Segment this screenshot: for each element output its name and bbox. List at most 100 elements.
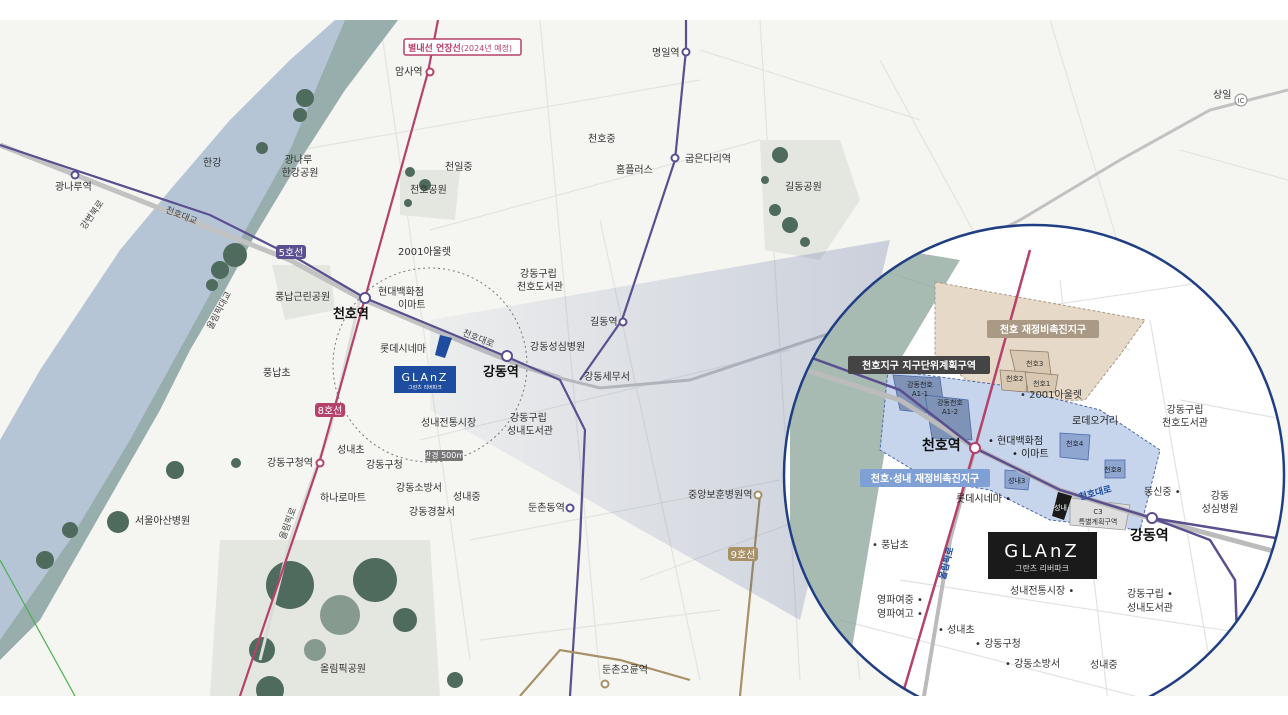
byeolnae-badge-label: 별내선 연장선(2024년 예정) <box>408 42 512 54</box>
river-bank-green <box>0 20 398 660</box>
line5-badge <box>276 245 306 259</box>
green-line <box>0 559 76 696</box>
inset-lotte: 롯데시네마 • <box>956 493 1011 505</box>
zone-cheonho1 <box>1024 371 1059 393</box>
glanz-sub: 그란츠 리버파크 <box>408 384 442 391</box>
zone-cheonho4 <box>1059 432 1091 461</box>
station-gildong: 길동역 <box>590 315 618 328</box>
trees <box>36 89 810 696</box>
station-gwangnaru: 광나루역 <box>55 181 92 193</box>
line5-west <box>0 143 506 358</box>
inset-cheonho2: 천호2 <box>1006 374 1023 383</box>
inset-gucheong: • 강동구청 <box>975 638 1021 650</box>
line9-curve <box>519 648 691 696</box>
place-gucheong: 강동구청 <box>366 459 403 471</box>
label-zone-redev: 천호 재정비촉진지구 <box>1000 323 1086 336</box>
place-seongnae-market: 성내전통시장 <box>421 417 476 429</box>
inset-seongnaecho: • 성내초 <box>938 624 975 636</box>
inset-cheonho8: 천호8 <box>1104 465 1121 474</box>
badge-zone-district <box>848 356 990 374</box>
zone-a1-2 <box>924 394 973 441</box>
inset-lotte-text: 롯데시네마 <box>956 493 1002 505</box>
inset-cheonho4: 천호4 <box>1066 439 1084 448</box>
label-zone-cheonho-seongnae: 천호·성내 재정비촉진지구 <box>871 472 979 485</box>
map-canvas: 5호선 8호선 9호선 별내선 연장선(2024년 예정) 암사역 명일역 광나… <box>0 20 1288 696</box>
place-lib-seongnae-l1: 강동구립 <box>510 411 547 424</box>
inset-fire: • 강동소방서 <box>1005 658 1060 670</box>
inset-line5 <box>789 348 1284 542</box>
place-hyundai: 현대백화점 <box>378 286 424 298</box>
inset-special: 특별계획구역 <box>1079 517 1118 526</box>
inset-border <box>782 223 1286 696</box>
inset-lib-seongnae: 강동구립 • 성내도서관 <box>1127 587 1173 614</box>
station-gubeundari: 굽은다리역 <box>685 153 731 165</box>
place-lotte: 롯데시네마 <box>380 343 426 355</box>
place-gwangnaru-park-l1: 광나루 <box>285 154 313 166</box>
inset-hyundai-text: 현대백화점 <box>997 435 1043 447</box>
inset-yeongpa-l2: 영파여고 • <box>877 608 923 620</box>
place-labels: 한강 광나루 한강공원 천일중 천호공원 천호중 홈플러스 길동공원 2001아… <box>135 133 822 675</box>
place-cheonho-ms: 천호중 <box>588 133 616 145</box>
place-gildong-park: 길동공원 <box>785 180 822 193</box>
inset-brand-box <box>988 532 1097 579</box>
inset-seongnaecho-text: 성내초 <box>947 624 975 636</box>
place-lib-cheonho: 강동구립 천호도서관 <box>517 267 563 293</box>
station-amsa: 암사역 <box>395 66 423 78</box>
place-seongnaecho: 성내초 <box>337 444 365 456</box>
inset-emart-text: 이마트 <box>1021 448 1049 460</box>
inset-gangdong-station: 강동역 <box>1130 527 1169 544</box>
place-tax: 강동세무서 <box>584 371 630 383</box>
badge-zone-cheonho-seongnae <box>860 469 990 487</box>
inset-cheonho-marker <box>969 442 981 454</box>
zone-cheonho8 <box>1104 459 1126 479</box>
line9-badge <box>728 547 758 561</box>
place-fire: 강동소방서 <box>396 482 442 494</box>
place-pungnap-park: 풍납근린공원 <box>275 291 330 303</box>
inset-rodeo: 로데오거리 <box>1072 415 1118 427</box>
inset-yeongpa: 영파여중 • 영파여고 • <box>877 594 923 620</box>
station-markers <box>70 47 1248 689</box>
place-outlet2001: 2001아울렛 <box>398 246 451 258</box>
line5-badge-label: 5호선 <box>279 247 304 259</box>
inset-a1-2-l2: A1-2 <box>942 408 958 416</box>
glanz-site-marker: GLAnZ 그란츠 리버파크 <box>394 335 456 393</box>
inset-dongsin-text: 동신중 <box>1144 486 1172 498</box>
station-cheonho: 천호역 <box>333 306 369 322</box>
inset-seongnae-short: 성내 <box>1054 503 1067 512</box>
inset-lib-seongnae-l1: 강동구립 • <box>1127 587 1173 600</box>
inset-seongnae-ms: 성내중 <box>1090 659 1118 671</box>
radius-badge <box>425 450 463 461</box>
inset-pungnapcho: • 풍납초 <box>872 539 909 551</box>
road-gangbyeon: 강변북로 <box>78 198 106 231</box>
inset-yeongpa-l1: 영파여중 • <box>877 594 923 606</box>
inset-seongnae3: 성내3 <box>1008 476 1025 485</box>
inset-pungnapcho-text: 풍납초 <box>881 539 909 551</box>
inset-brand-logo: GLAnZ <box>1004 541 1079 562</box>
area-map: 5호선 8호선 9호선 별내선 연장선(2024년 예정) 암사역 명일역 광나… <box>0 20 1288 696</box>
place-gwangnaru-park-l2: 한강공원 <box>282 167 319 179</box>
inset-map: 천호 재정비촉진지구 천호지구 지구단위계획구역 천호·성내 재정비촉진지구 천… <box>782 223 1286 696</box>
station-dunchondong: 둔촌동역 <box>528 502 565 514</box>
glanz-logo-box <box>394 366 456 393</box>
ic-label: IC <box>1238 97 1245 105</box>
station-gangdonggucheong: 강동구청역 <box>267 457 313 469</box>
place-olympic-park: 올림픽공원 <box>320 663 366 675</box>
badge-zone-redev <box>987 320 1099 338</box>
inset-sungsim-l1: 강동 <box>1211 490 1229 502</box>
place-lib-cheonho-l1: 강동구립 <box>520 267 557 280</box>
station-myeongil: 명일역 <box>652 47 680 59</box>
place-emart: 이마트 <box>398 299 426 311</box>
inset-cheonho-station: 천호역 <box>922 437 961 454</box>
inset-lib-seongnae-l2: 성내도서관 <box>1127 602 1173 614</box>
place-pungnapcho: 풍납초 <box>263 367 291 379</box>
inset-outlet: • 2001아울렛 <box>1020 389 1082 401</box>
inset-fire-text: 강동소방서 <box>1014 658 1060 670</box>
inset-site-pin <box>1052 492 1072 520</box>
inset-dongsin: 동신중 • <box>1144 486 1181 498</box>
inset-cheonho1: 천호1 <box>1033 379 1050 388</box>
place-hangang: 한강 <box>203 157 221 169</box>
